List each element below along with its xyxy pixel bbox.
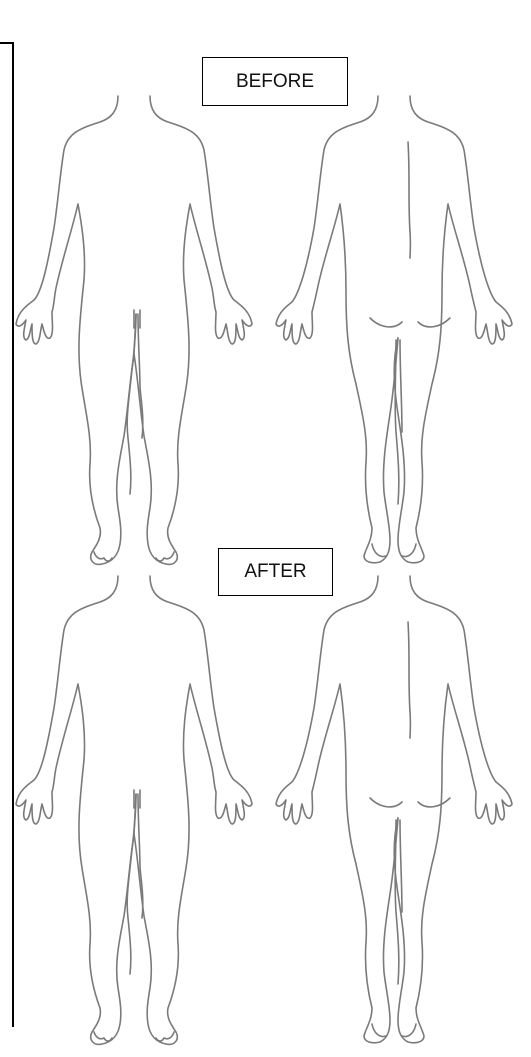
body-front-after <box>16 576 252 1044</box>
after-figures <box>0 572 531 1057</box>
before-label: BEFORE <box>202 57 348 106</box>
after-label: AFTER <box>218 548 333 596</box>
body-front-before <box>16 96 252 564</box>
before-panel <box>0 92 531 572</box>
body-back-after <box>276 576 512 1043</box>
after-panel <box>0 572 531 1057</box>
before-figures <box>0 92 531 572</box>
body-back-before <box>276 96 512 563</box>
